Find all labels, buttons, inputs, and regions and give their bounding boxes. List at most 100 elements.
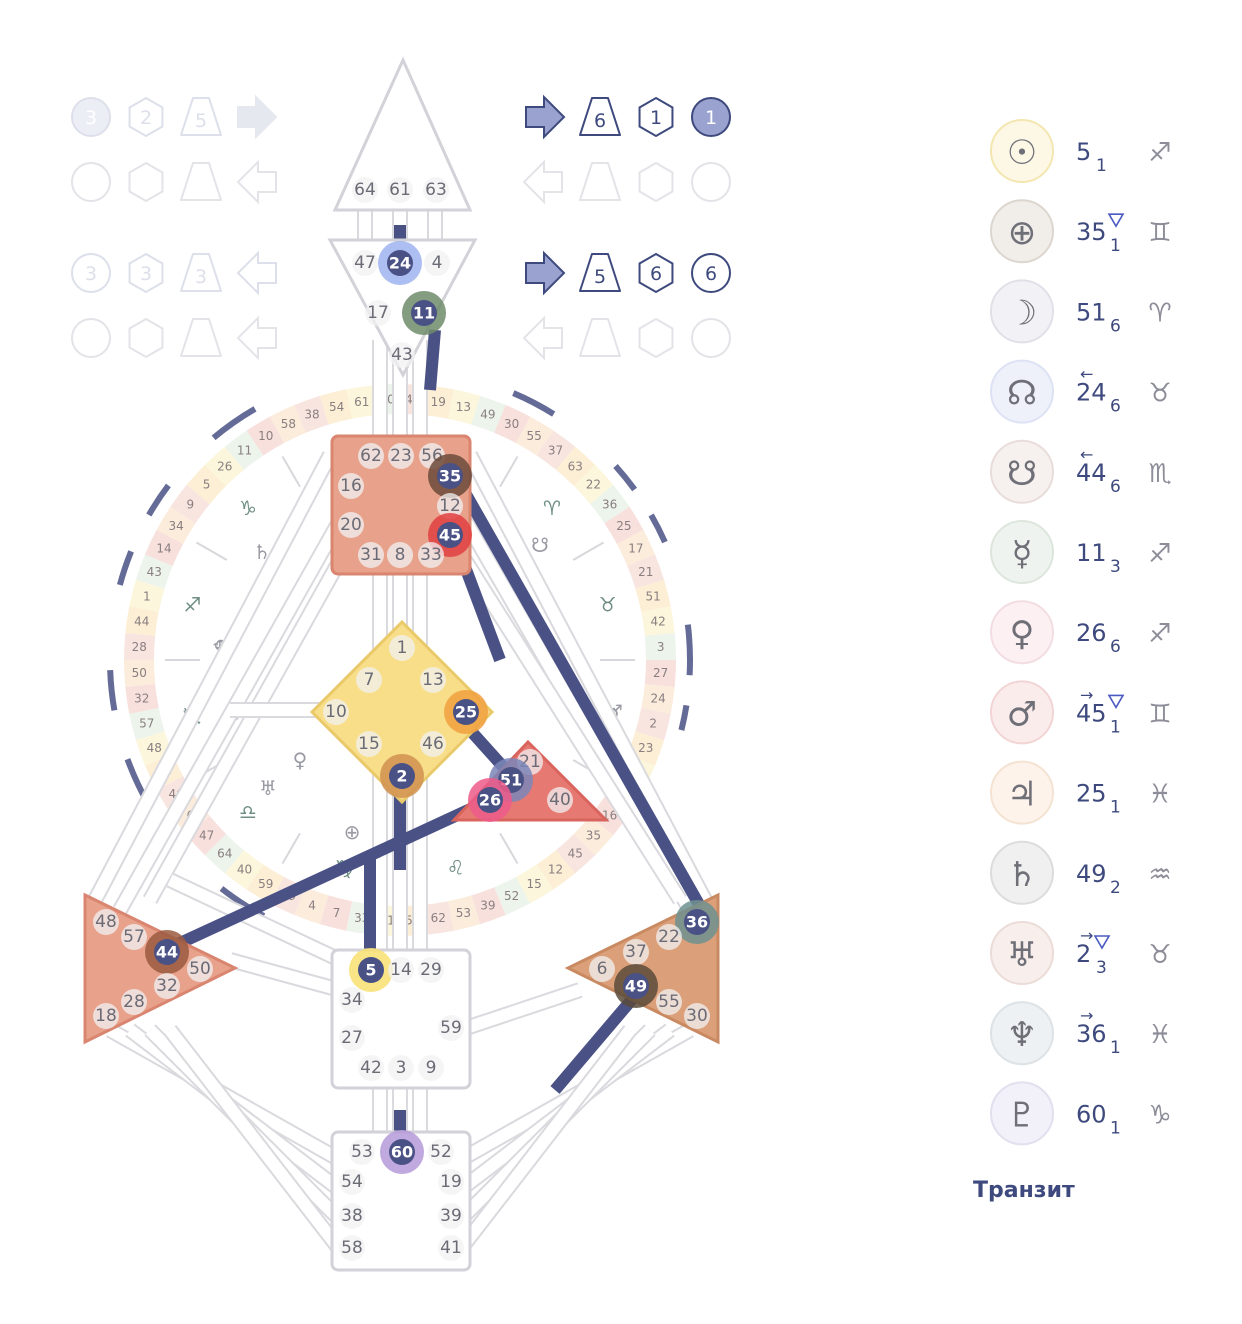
gate-active-dot[interactable]: [358, 957, 384, 983]
gate-active-dot[interactable]: [477, 787, 503, 813]
gate-label[interactable]: 61: [389, 180, 411, 200]
gate-bubble: [437, 493, 463, 519]
sign-divider: [499, 455, 519, 488]
gate-active-dot[interactable]: [623, 973, 649, 999]
gate-label[interactable]: 18: [95, 1006, 117, 1026]
gate-bubble: [356, 667, 382, 693]
gate-label[interactable]: 33: [420, 545, 442, 565]
gate-label[interactable]: 41: [440, 1238, 462, 1258]
ring-gate-label: 64: [217, 846, 232, 860]
gate-label[interactable]: 4: [432, 253, 443, 273]
gate-bubble: [656, 989, 682, 1015]
gate-label[interactable]: 64: [354, 180, 376, 200]
gate-active-dot[interactable]: [437, 463, 463, 489]
gate-active-dot[interactable]: [389, 1139, 415, 1165]
ring-gate-label: 2: [649, 716, 657, 730]
gate-label[interactable]: 19: [440, 1172, 462, 1192]
ring-segment: [644, 632, 676, 660]
gate-active-dot[interactable]: [437, 522, 463, 548]
gate-label[interactable]: 1: [397, 638, 408, 658]
planet-badge: [990, 1081, 1054, 1146]
gate-active-dot[interactable]: [154, 939, 180, 965]
ring-segment: [494, 876, 531, 915]
gate-label[interactable]: 58: [341, 1238, 363, 1258]
gate-label[interactable]: 23: [390, 446, 412, 466]
gate-label[interactable]: 32: [156, 976, 178, 996]
gate-label[interactable]: 63: [425, 180, 447, 200]
gate-bubble: [356, 731, 382, 757]
gate-active-dot[interactable]: [684, 909, 710, 935]
gate-label[interactable]: 31: [360, 545, 382, 565]
gate-label[interactable]: 55: [658, 992, 680, 1012]
gate-label[interactable]: 59: [440, 1018, 462, 1038]
gate-label[interactable]: 3: [396, 1058, 407, 1078]
gate-label[interactable]: 37: [625, 942, 647, 962]
gate-bubble: [93, 1003, 119, 1029]
gate-active-dot[interactable]: [387, 250, 413, 276]
gate-label[interactable]: 29: [420, 960, 442, 980]
gate-label[interactable]: 38: [341, 1206, 363, 1226]
gate-label[interactable]: 8: [395, 545, 406, 565]
gate-label[interactable]: 15: [358, 734, 380, 754]
gate-label[interactable]: 6: [597, 959, 608, 979]
gate-label[interactable]: 7: [364, 670, 375, 690]
gate-label[interactable]: 50: [189, 959, 211, 979]
gate-active-dot[interactable]: [411, 300, 437, 326]
gate-label[interactable]: 14: [390, 960, 412, 980]
inner-planet-icon: ☋: [531, 533, 549, 557]
arrow-left-icon: [522, 315, 563, 361]
planet-badge: [990, 921, 1054, 985]
circle-icon: [71, 97, 111, 137]
gate-label[interactable]: 16: [340, 476, 362, 496]
gate-label[interactable]: 39: [440, 1206, 462, 1226]
gate-bubble: [339, 1025, 365, 1051]
ring-gate-label: 47: [199, 828, 214, 842]
gate-label[interactable]: 17: [367, 303, 389, 323]
gate-active-dot[interactable]: [389, 763, 415, 789]
transit-label[interactable]: Транзит: [973, 1178, 1075, 1203]
gate-label[interactable]: 20: [340, 515, 362, 535]
planet-badge: [990, 359, 1054, 424]
gate-label[interactable]: 28: [123, 992, 145, 1012]
gate-label[interactable]: 30: [686, 1006, 708, 1026]
gate-label[interactable]: 52: [430, 1142, 452, 1162]
gate-label[interactable]: 57: [123, 927, 145, 947]
gate-label[interactable]: 62: [360, 446, 382, 466]
gate-label[interactable]: 47: [354, 253, 376, 273]
gate-label[interactable]: 42: [360, 1058, 382, 1078]
ring-gate-label: 51: [646, 590, 661, 604]
gate-label[interactable]: 12: [439, 496, 461, 516]
gate-active-dot[interactable]: [453, 699, 479, 725]
gate-label[interactable]: 40: [549, 790, 571, 810]
gate-label[interactable]: 10: [325, 702, 347, 722]
active-channel: [550, 986, 645, 1094]
gate-bubble: [339, 1235, 365, 1261]
gate-label[interactable]: 9: [426, 1058, 437, 1078]
gate-label[interactable]: 48: [95, 912, 117, 932]
gate-label[interactable]: 27: [341, 1028, 363, 1048]
gate-label[interactable]: 34: [341, 990, 363, 1010]
planet-row[interactable]: ⊕351♊: [990, 199, 1172, 264]
gate-label[interactable]: 43: [391, 345, 413, 365]
gate-bubble: [420, 731, 446, 757]
gate-label[interactable]: 46: [422, 734, 444, 754]
gate-label[interactable]: 53: [351, 1142, 373, 1162]
gate-label[interactable]: 54: [341, 1172, 363, 1192]
gate-label[interactable]: 22: [658, 927, 680, 947]
gate-label[interactable]: 13: [422, 670, 444, 690]
ring-segment: [590, 484, 630, 524]
ring-segment: [641, 684, 675, 714]
ring-gate-label: 7: [333, 906, 341, 920]
